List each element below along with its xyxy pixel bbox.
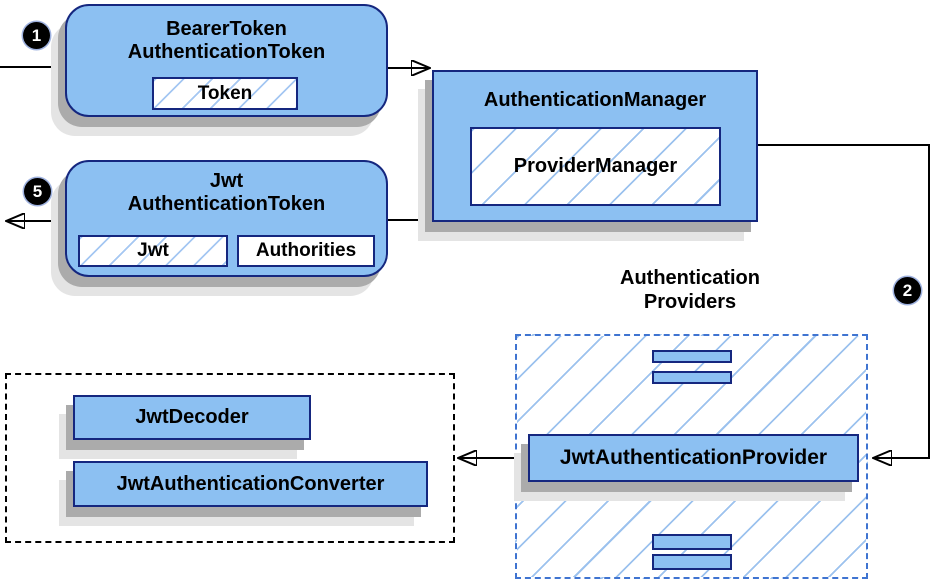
step-1-badge: 1: [23, 22, 50, 49]
jwt-decoder-label: JwtDecoder: [135, 406, 249, 428]
authentication-providers-label: Authentication Providers: [590, 266, 790, 314]
bearer-token-title-line1: BearerToken: [166, 18, 287, 40]
jwt-authentication-converter-label: JwtAuthenticationConverter: [116, 472, 385, 495]
jwt-authentication-provider-node: JwtAuthenticationProvider: [528, 434, 859, 482]
token-field: Token: [152, 77, 298, 110]
bearer-token-title-line2: AuthenticationToken: [127, 41, 326, 63]
step-2-number: 2: [902, 280, 913, 300]
jwt-token-title-line2: AuthenticationToken: [127, 193, 326, 215]
bearer-token-authentication-token-node: BearerToken AuthenticationToken Token: [65, 4, 388, 117]
authorities-field: Authorities: [237, 235, 375, 267]
authorities-field-label: Authorities: [255, 240, 357, 261]
provider-stack-top-bar-2: [652, 371, 732, 384]
jwt-token-title-line1: Jwt: [209, 170, 244, 192]
step-1-number: 1: [31, 25, 42, 45]
jwt-authentication-provider-label: JwtAuthenticationProvider: [559, 446, 828, 469]
jwt-field-label: Jwt: [137, 240, 169, 261]
jwt-field: Jwt: [78, 235, 228, 267]
token-field-label: Token: [197, 82, 253, 104]
jwt-authentication-converter-node: JwtAuthenticationConverter: [73, 461, 428, 507]
authentication-providers-label-line2: Providers: [643, 291, 737, 313]
provider-manager-box: ProviderManager: [470, 127, 721, 206]
authentication-manager-node: AuthenticationManager ProviderManager: [432, 70, 758, 222]
jwt-decoder-node: JwtDecoder: [73, 395, 311, 440]
provider-manager-label: ProviderManager: [513, 155, 678, 177]
step-5-badge: 5: [24, 178, 51, 205]
authentication-providers-label-line1: Authentication: [620, 267, 760, 289]
provider-stack-bottom-bar-1: [652, 534, 732, 550]
jwt-authentication-token-node: Jwt AuthenticationToken Jwt Authorities: [65, 160, 388, 277]
provider-stack-top-bar-1: [652, 350, 732, 363]
step-5-number: 5: [32, 181, 43, 201]
authentication-manager-title: AuthenticationManager: [483, 89, 707, 111]
step-2-badge: 2: [894, 277, 921, 304]
provider-stack-bottom-bar-2: [652, 554, 732, 570]
